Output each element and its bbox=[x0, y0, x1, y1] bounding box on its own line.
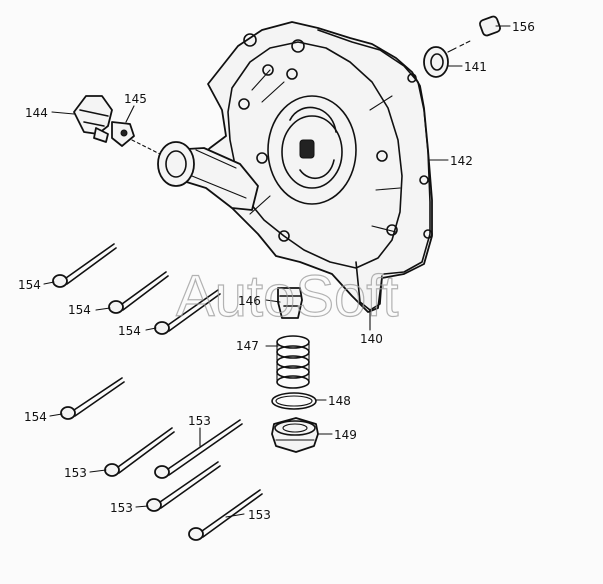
label-144: 144 bbox=[25, 106, 48, 120]
spring-147 bbox=[276, 335, 310, 389]
crankcase-cover-140 bbox=[157, 21, 433, 313]
bolt-154-b bbox=[108, 271, 169, 314]
label-154-a: 154 bbox=[18, 278, 41, 292]
bolt-153-b bbox=[154, 419, 243, 479]
bolt-154-a bbox=[52, 243, 117, 288]
oring-148 bbox=[271, 392, 317, 410]
label-148: 148 bbox=[328, 394, 351, 408]
bolt-153-c bbox=[146, 461, 221, 512]
label-149: 149 bbox=[334, 428, 357, 442]
drain-cap-149 bbox=[271, 417, 319, 453]
leader-lines bbox=[43, 25, 511, 518]
oil-seal-141 bbox=[423, 46, 449, 78]
label-153-b: 153 bbox=[188, 414, 211, 428]
bolt-154-d bbox=[60, 377, 125, 420]
watermark: AutoSoft bbox=[176, 264, 398, 329]
dowel-pin-156 bbox=[447, 15, 501, 53]
label-154-d: 154 bbox=[24, 410, 47, 424]
label-153-d: 153 bbox=[248, 508, 271, 522]
label-156: 156 bbox=[512, 20, 535, 34]
label-154-c: 154 bbox=[118, 324, 141, 338]
label-154-b: 154 bbox=[68, 303, 91, 317]
label-140: 140 bbox=[360, 332, 383, 346]
label-147: 147 bbox=[236, 339, 259, 353]
label-153-c: 153 bbox=[110, 501, 133, 515]
label-145: 145 bbox=[124, 92, 147, 106]
filler-cap-144 bbox=[73, 95, 113, 143]
label-142: 142 bbox=[450, 154, 473, 168]
dipstick-oring-145 bbox=[111, 121, 161, 155]
label-153-a: 153 bbox=[64, 466, 87, 480]
label-146: 146 bbox=[238, 294, 261, 308]
label-141: 141 bbox=[464, 60, 487, 74]
